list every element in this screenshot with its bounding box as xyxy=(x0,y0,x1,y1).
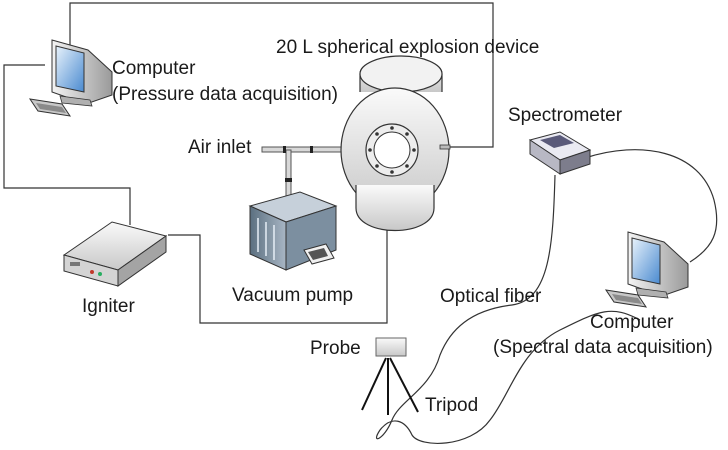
vacuum-pump-icon xyxy=(248,191,338,271)
wire-igniter-to-vessel xyxy=(168,228,388,324)
probe-icon xyxy=(375,337,407,357)
label-igniter: Igniter xyxy=(82,296,135,317)
label-optical-fiber: Optical fiber xyxy=(440,286,542,307)
wire-computer-to-vessel xyxy=(69,2,494,148)
label-computer-spectral-line2: (Spectral data acquisition) xyxy=(493,337,713,358)
wire-spectrometer-to-computer xyxy=(584,149,718,263)
label-tripod: Tripod xyxy=(425,395,478,416)
label-device: 20 L spherical explosion device xyxy=(276,37,539,58)
tripod-icon xyxy=(361,357,419,415)
spherical-explosion-vessel-icon xyxy=(340,55,451,232)
wire-computer-to-igniter xyxy=(3,64,131,225)
spectrometer-icon xyxy=(528,131,592,175)
label-air-inlet: Air inlet xyxy=(188,137,252,158)
label-vacuum-pump: Vacuum pump xyxy=(232,285,353,306)
computer-spectral-icon xyxy=(604,231,689,308)
label-computer-pressure-line1: Computer xyxy=(112,58,196,79)
label-computer-spectral-line1: Computer xyxy=(590,312,674,333)
label-probe: Probe xyxy=(310,338,361,359)
computer-pressure-icon xyxy=(28,39,113,117)
connection-wires xyxy=(3,2,718,444)
igniter-icon xyxy=(62,221,168,287)
wire-optical-fiber xyxy=(375,174,641,444)
label-computer-pressure-line2: (Pressure data acquisition) xyxy=(112,84,338,105)
label-spectrometer: Spectrometer xyxy=(508,105,623,126)
